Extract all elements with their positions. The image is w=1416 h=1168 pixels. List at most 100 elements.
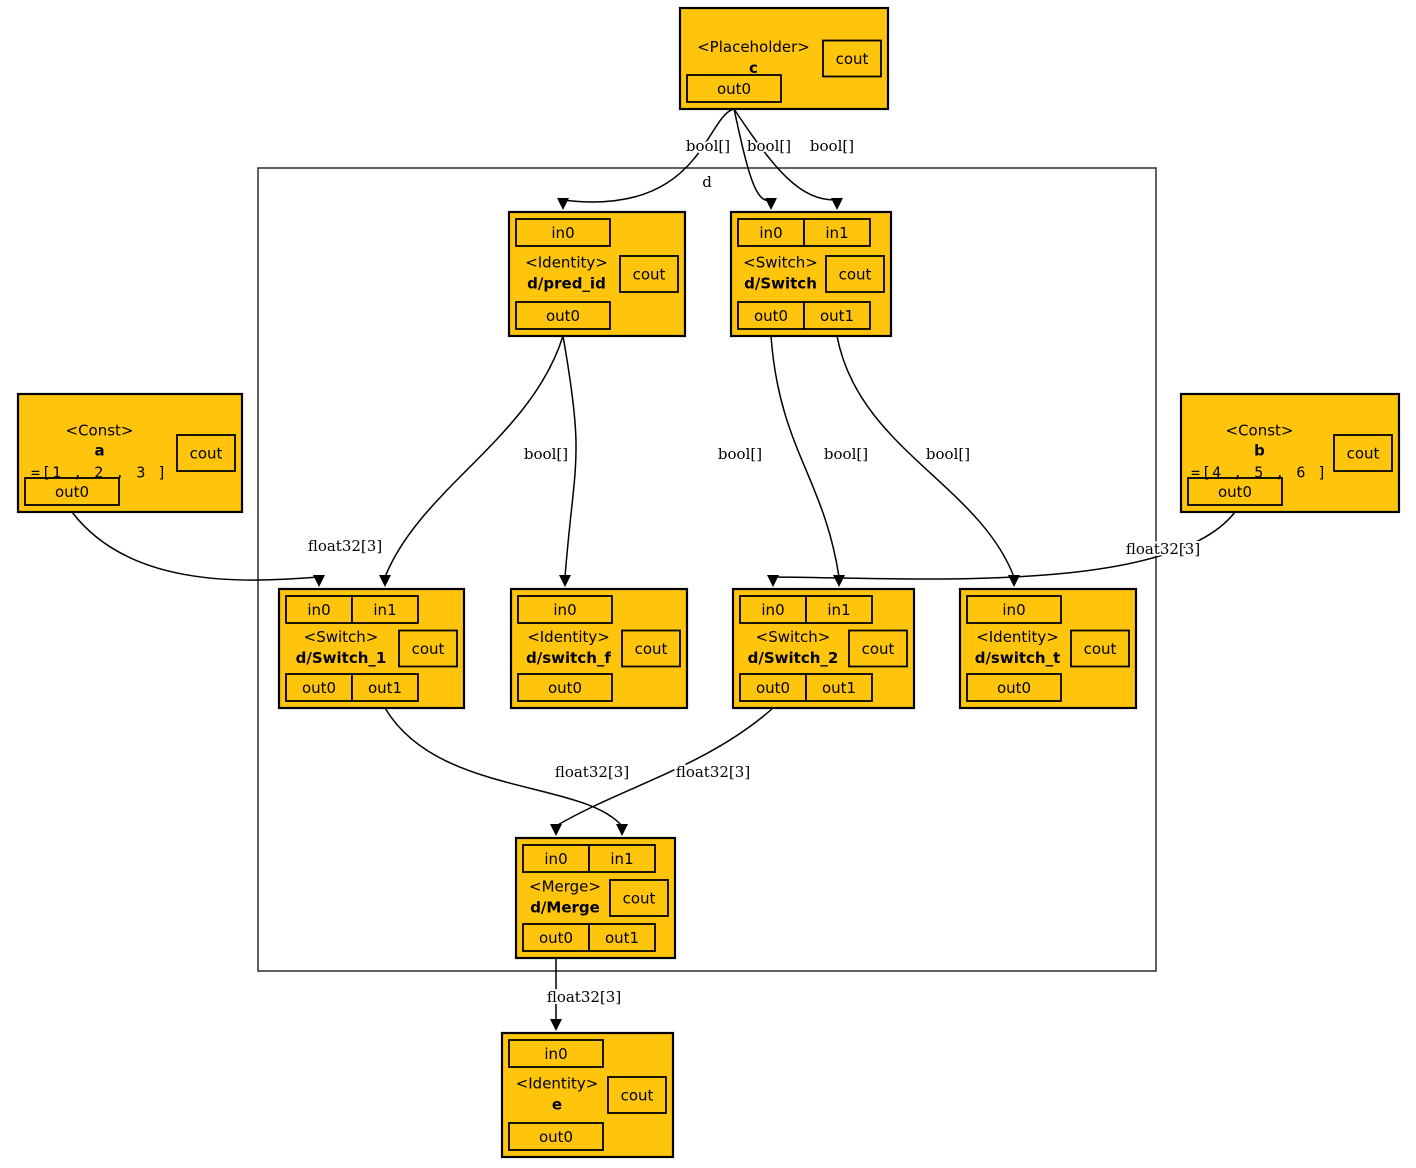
node-merge-input-label-in0: in0: [544, 850, 567, 868]
arrow-head-icon: [313, 575, 325, 587]
node-merge-output-out1[interactable]: [588, 923, 656, 952]
node-b-output-out0[interactable]: [1187, 477, 1283, 506]
node-switch2-input-in1[interactable]: [805, 595, 873, 624]
node-c-output-out0[interactable]: [686, 74, 782, 103]
edge-c-to-pred_id: [557, 108, 735, 210]
node-e-cout-label: cout: [621, 1087, 654, 1105]
node-pred_id-input-in0[interactable]: [515, 218, 611, 247]
node-switch_f-op: <Identity>: [527, 628, 610, 646]
node-a-const-value: =[1 , 2 , 3 ]: [31, 464, 168, 482]
node-switch1-input-label-in0: in0: [307, 601, 330, 619]
node-switch1-name: d/Switch_1: [296, 649, 387, 667]
node-b-name: b: [1254, 442, 1265, 460]
edge-label-text: float32[3]: [555, 763, 629, 781]
node-pred_id-op: <Identity>: [525, 254, 608, 272]
node-switch_t-cout[interactable]: [1070, 629, 1130, 668]
node-b-cout[interactable]: [1333, 434, 1393, 472]
node-switch_t-input-in0[interactable]: [966, 595, 1062, 624]
arrow-head-icon: [379, 575, 391, 587]
cluster-d: d: [257, 167, 1157, 972]
node-switch2-output-label-out1: out1: [822, 679, 856, 697]
node-switch-cout[interactable]: [825, 255, 885, 293]
arrow-head-icon: [550, 824, 562, 836]
edge-label-text: bool[]: [747, 137, 791, 155]
node-a-output-out0[interactable]: [24, 477, 120, 506]
node-a-op: <Const>: [66, 422, 134, 440]
node-e-op: <Identity>: [516, 1075, 599, 1093]
node-switch1-cout[interactable]: [398, 629, 458, 668]
edge-label-c-to-switch-in0: bool[]bool[]: [745, 135, 793, 157]
node-switch_t-name: d/switch_t: [975, 649, 1061, 667]
node-pred_id-name: d/pred_id: [527, 275, 606, 293]
node-pred_id-input-label-in0: in0: [551, 224, 574, 242]
edge-label-switch-to-switch_t: bool[]bool[]: [924, 443, 972, 465]
node-e-input-in0[interactable]: [508, 1039, 604, 1068]
node-switch2-input-label-in1: in1: [827, 601, 850, 619]
edge-b-to-switch2: [767, 511, 1236, 587]
node-switch1-output-out1[interactable]: [351, 673, 419, 702]
edge-label-merge-to-e: float32[3]float32[3]: [545, 986, 623, 1008]
node-merge-cout[interactable]: [609, 879, 669, 917]
node-switch-input-in0[interactable]: [737, 218, 805, 247]
edge-a-to-switch1: [71, 511, 325, 587]
node-switch-output-out1[interactable]: [803, 301, 871, 330]
node-merge-input-in1[interactable]: [588, 844, 656, 873]
arrow-head-icon: [833, 575, 845, 587]
node-switch_t-input-label-in0: in0: [1002, 601, 1025, 619]
arrow-head-icon: [765, 198, 777, 210]
node-switch-output-label-out0: out0: [754, 307, 788, 325]
node-switch2-input-label-in0: in0: [761, 601, 784, 619]
node-pred_id-output-label-out0: out0: [546, 307, 580, 325]
node-merge-output-label-out1: out1: [605, 929, 639, 947]
node-switch_t-output-out0[interactable]: [966, 673, 1062, 702]
edge-label-switch2-to-merge: float32[3]float32[3]: [674, 761, 752, 783]
node-switch-output-out0[interactable]: [737, 301, 805, 330]
node-merge-input-in0[interactable]: [522, 844, 590, 873]
edge-pred_id-to-switch1: [379, 335, 564, 587]
node-merge-input-label-in1: in1: [610, 850, 633, 868]
edge-label-text: bool[]: [686, 137, 730, 155]
edge-label-text: bool[]: [718, 445, 762, 463]
node-switch1-input-in0[interactable]: [285, 595, 353, 624]
node-switch-input-in1[interactable]: [803, 218, 871, 247]
node-pred_id-cout[interactable]: [619, 255, 679, 293]
edge-label-switch1-to-merge: float32[3]float32[3]: [553, 761, 631, 783]
node-merge-output-out0[interactable]: [522, 923, 590, 952]
node-switch_f-input-in0[interactable]: [517, 595, 613, 624]
edge-label-halo: bool[]: [926, 445, 970, 463]
node-c-cout[interactable]: [822, 39, 882, 78]
arrow-head-icon: [550, 1019, 562, 1031]
edge-label-c-to-pred_id: bool[]bool[]: [684, 135, 732, 157]
node-switch1-input-in1[interactable]: [351, 595, 419, 624]
node-pred_id-output-out0[interactable]: [515, 301, 611, 330]
arrow-head-icon: [831, 198, 843, 210]
arrow-head-icon: [616, 824, 628, 836]
edge-label-halo: bool[]: [524, 445, 568, 463]
node-merge-output-label-out0: out0: [539, 929, 573, 947]
edge-pred_id-to-switch_f: [559, 335, 577, 587]
node-switch2-cout[interactable]: [848, 629, 908, 668]
node-switch_f-output-out0[interactable]: [517, 673, 613, 702]
node-e-cout[interactable]: [607, 1076, 667, 1114]
cluster-label: d: [702, 173, 712, 191]
edge-switch-to-switch_t: [836, 335, 1020, 587]
node-e-name: e: [552, 1096, 562, 1114]
node-switch_t-op: <Identity>: [976, 628, 1059, 646]
node-e-output-out0[interactable]: [508, 1122, 604, 1151]
node-switch_f-cout[interactable]: [621, 629, 681, 668]
node-a-cout[interactable]: [176, 434, 236, 472]
node-switch2-output-out1[interactable]: [805, 673, 873, 702]
